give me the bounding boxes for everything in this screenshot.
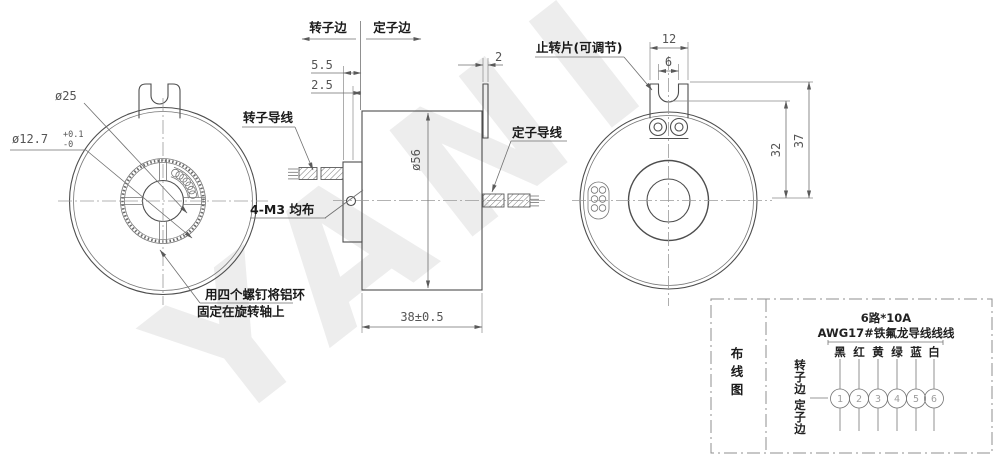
dim-6: 6 [665, 55, 672, 69]
mount-note-line1: 用四个螺钉将铝环 [204, 287, 306, 302]
stator-side-label: 定子边 [372, 20, 411, 35]
watermark-text: YANI [113, 0, 698, 463]
section-view: 转子边 定子边 5.5 2.5 2 转子导线 定子导线 4-M3 均布 [242, 20, 567, 333]
terminal-4: 4 [894, 394, 900, 405]
wire-color-4: 绿 [891, 345, 903, 359]
mount-note-line2: 固定在旋转轴上 [197, 304, 285, 319]
dim-2-5: 2.5 [311, 78, 333, 92]
dia56-dim: ø56 [409, 149, 423, 171]
rotor-side-label: 转子边 [309, 20, 347, 35]
dim-37: 37 [792, 134, 806, 148]
m3-screw-hole [345, 195, 357, 207]
wire-color-1: 黑 [834, 345, 846, 359]
stop-tab-screws [648, 117, 689, 137]
left-view-spokes [121, 159, 205, 243]
rotor-wire-label: 转子导线 [243, 110, 294, 125]
right-view: 12 6 32 37 止转片(可调节) [535, 32, 813, 306]
dim-5-5: 5.5 [311, 58, 333, 72]
table-name-char-2: 线 [731, 364, 744, 379]
rotor-v-char-1: 转 [794, 358, 806, 372]
dia12_7-tol-upper: +0.1 [63, 130, 83, 140]
terminal-5: 5 [913, 394, 919, 405]
wire-spec: AWG17#铁氟龙导线线线 [818, 326, 955, 340]
m3-note: 4-M3 均布 [250, 202, 315, 217]
stator-side-vertical-label: 定 子 边 [793, 398, 806, 436]
spec-bracket [827, 340, 944, 345]
wiring-table-border [710, 298, 993, 454]
rotor-v-char-3: 边 [793, 382, 806, 396]
right-view-centerlines [572, 56, 772, 306]
terminal-row: 1 2 3 4 5 6 [830, 359, 944, 431]
table-name-char-1: 布 [731, 346, 744, 361]
rotor-flange [342, 161, 363, 243]
dim-2: 2 [495, 50, 502, 64]
stator-wires [482, 193, 539, 208]
terminal-numbers: 1 2 3 4 5 6 [837, 394, 937, 405]
wire-color-5: 蓝 [910, 345, 922, 359]
dia25-dim: ø25 [55, 89, 77, 103]
terminal-2: 2 [856, 394, 862, 405]
left-view-centerlines [58, 98, 268, 305]
left-view: ø25 ø12.7 +0.1 -0 用四个螺钉将铝环 固定在旋转轴上 [10, 83, 306, 319]
dim-12: 12 [662, 32, 676, 46]
left-view-bearing-arc [170, 166, 199, 199]
wiring-table-title: 布 线 图 [731, 346, 744, 397]
dia12_7-dim: ø12.7 [12, 132, 48, 146]
terminal-3: 3 [875, 394, 881, 405]
dim-38: 38±0.5 [400, 310, 443, 324]
stop-tab-note: 止转片(可调节) [536, 40, 622, 55]
wiring-diagram: 布 线 图 6路*10A AWG17#铁氟龙导线线线 黑 红 黄 绿 蓝 白 转… [710, 298, 993, 454]
wire-color-2: 红 [853, 345, 865, 359]
terminal-circles [830, 388, 944, 409]
wire-exit-obround [587, 181, 610, 220]
terminal-6: 6 [931, 394, 937, 405]
rotor-wires [288, 167, 344, 180]
dia12_7-tol-lower: -0 [63, 140, 73, 150]
table-name-char-3: 图 [731, 382, 744, 397]
wire-color-6: 白 [928, 345, 940, 359]
wire-color-row: 黑 红 黄 绿 蓝 白 [834, 345, 940, 359]
dim-32: 32 [769, 143, 783, 157]
wire-color-3: 黄 [872, 345, 884, 359]
stator-v-char-2: 子 [794, 410, 806, 424]
stator-plate-edge [482, 83, 489, 139]
stator-v-char-3: 边 [793, 422, 806, 436]
circuit-spec: 6路*10A [861, 311, 912, 325]
left-view-clevis-tab [138, 83, 181, 119]
rotor-side-vertical-label: 转 子 边 [793, 358, 806, 396]
stator-v-char-1: 定 [794, 398, 806, 412]
terminal-1: 1 [837, 394, 843, 405]
rotor-v-char-2: 子 [794, 370, 806, 384]
stator-wire-label: 定子导线 [511, 125, 563, 140]
